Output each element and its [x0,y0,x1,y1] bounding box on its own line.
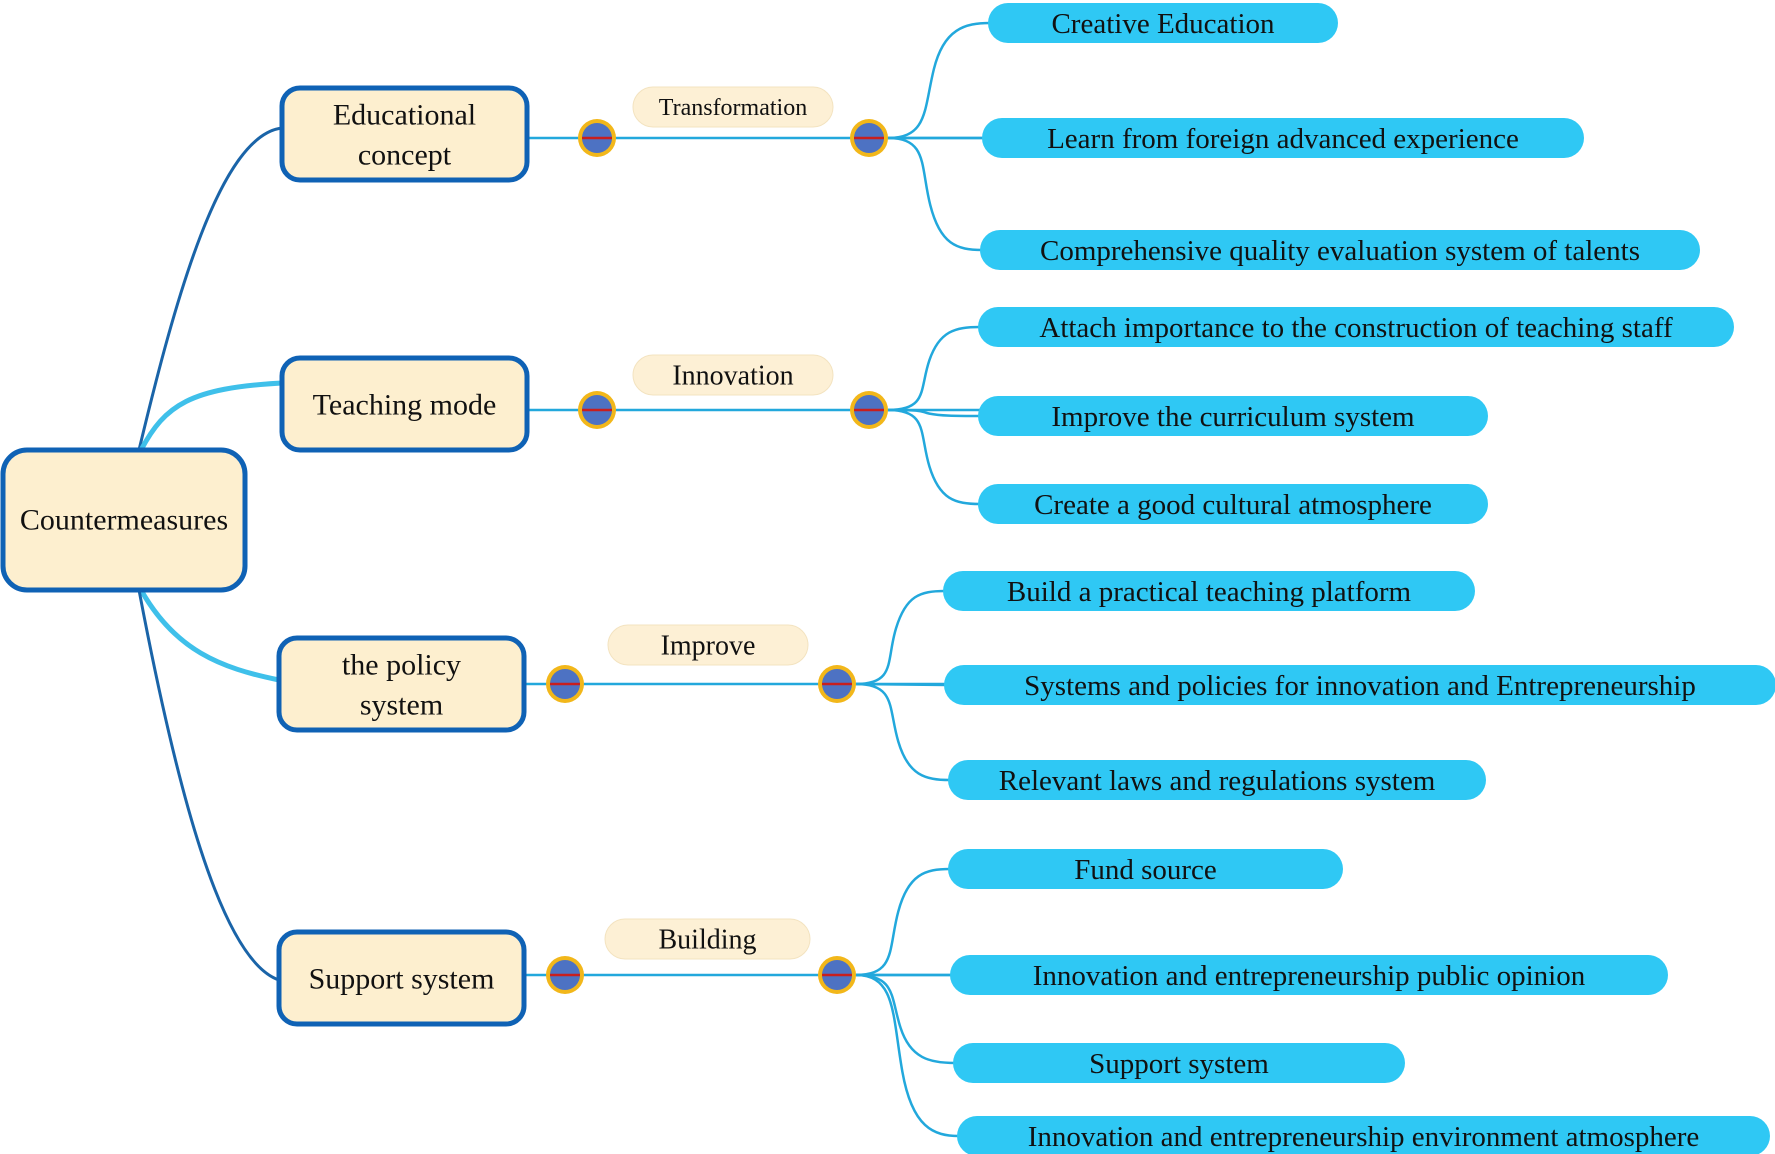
leaf-label-teaching-mode-3: Create a good cultural atmosphere [1034,489,1432,521]
leaf-pill-teaching-mode-3 [978,484,1488,524]
root-node: Countermeasures [0,447,248,593]
leaf-pill-policy-system-3 [948,760,1486,800]
leaf-pill-policy-system-2 [944,665,1775,705]
leaf-label-educational-concept-1: Creative Education [1051,8,1275,40]
root-node-box [0,447,248,593]
category-node-support-system [276,929,527,1027]
category-label-educational-concept-line-1: Educational [333,99,476,132]
leaf-label-policy-system-1: Build a practical teaching platform [1007,576,1412,608]
leaf-pill-teaching-mode-1 [978,307,1734,347]
relation-pill-educational-concept [632,86,834,128]
branch-teaching-mode-2 [887,408,981,418]
leaf-pill-educational-concept-2 [982,118,1584,158]
leaf-label-policy-system-3: Relevant laws and regulations system [999,765,1436,797]
leaf-pill-support-system-4 [957,1116,1770,1154]
category-label-support-system-line-1: Support system [309,963,495,996]
connector-dot-policy-system-2 [818,665,856,703]
leaf-label-support-system-3: Support system [1089,1048,1269,1080]
trunk-connectors [137,126,283,982]
branch-teaching-mode-3 [887,408,981,506]
connector-dot-support-system-1 [546,956,584,994]
leaf-pill-policy-system-1 [943,571,1475,611]
relation-label-policy-system: Improve [661,631,756,662]
leaf-pill-educational-concept-1 [988,3,1338,43]
connector-dot-policy-system-1 [546,665,584,703]
connector-dot-support-system-2 [818,956,856,994]
branch-support-system-1 [855,867,951,977]
category-label-policy-system-line-1: the policy [342,649,461,682]
branch-educational-concept-1 [887,21,991,140]
relation-label-educational-concept: Transformation [659,95,807,121]
connector-dot-educational-concept-1 [578,119,616,157]
leaf-label-support-system-2: Innovation and entrepreneurship public o… [1033,960,1586,992]
connector-dot-teaching-mode-1 [578,391,616,429]
trunk-teaching-mode [138,380,283,452]
branch-teaching-mode-1 [887,325,981,412]
category-node-policy-system [276,635,527,733]
relation-pill-support-system [604,918,811,960]
connector-dot-educational-concept-2 [850,119,888,157]
category-label-educational-concept-line-2: concept [358,139,452,172]
leaf-label-teaching-mode-1: Attach importance to the construction of… [1039,312,1673,344]
trunk-policy-system [138,588,280,683]
leaf-label-support-system-1: Fund source [1074,854,1217,886]
branch-connectors [524,21,1000,1138]
branch-support-system-4 [855,973,960,1138]
root-node-label: Countermeasures [20,504,228,537]
relation-label-support-system: Building [658,925,756,956]
relation-label-teaching-mode: Innovation [672,361,793,392]
category-label-policy-system-line-2: system [360,689,443,722]
branch-policy-system-3 [855,682,951,782]
connector-dots [546,119,888,994]
leaf-pill-support-system-2 [950,955,1668,995]
leaf-label-educational-concept-3: Comprehensive quality evaluation system … [1040,235,1640,267]
relation-pill-policy-system [607,624,809,666]
category-node-educational-concept [279,85,530,183]
leaf-pill-teaching-mode-2 [978,396,1488,436]
leaf-pill-support-system-3 [953,1043,1405,1083]
category-node-teaching-mode [279,355,530,453]
branch-policy-system-2 [855,682,947,687]
leaf-pill-educational-concept-3 [980,230,1700,270]
branch-support-system-3 [855,973,956,1065]
leaf-label-teaching-mode-2: Improve the curriculum system [1051,401,1415,433]
leaf-label-support-system-4: Innovation and entrepreneurship environm… [1028,1121,1700,1153]
branch-educational-concept-3 [887,136,983,252]
leaf-label-policy-system-2: Systems and policies for innovation and … [1024,670,1696,702]
category-label-teaching-mode-line-1: Teaching mode [313,389,497,422]
leaf-label-educational-concept-2: Learn from foreign advanced experience [1047,123,1519,155]
leaf-pill-support-system-1 [948,849,1343,889]
relation-pill-teaching-mode [632,354,834,396]
trunk-support-system [137,589,280,982]
connector-dot-teaching-mode-2 [850,391,888,429]
trunk-educational-concept [137,126,283,451]
branch-policy-system-1 [855,589,946,686]
